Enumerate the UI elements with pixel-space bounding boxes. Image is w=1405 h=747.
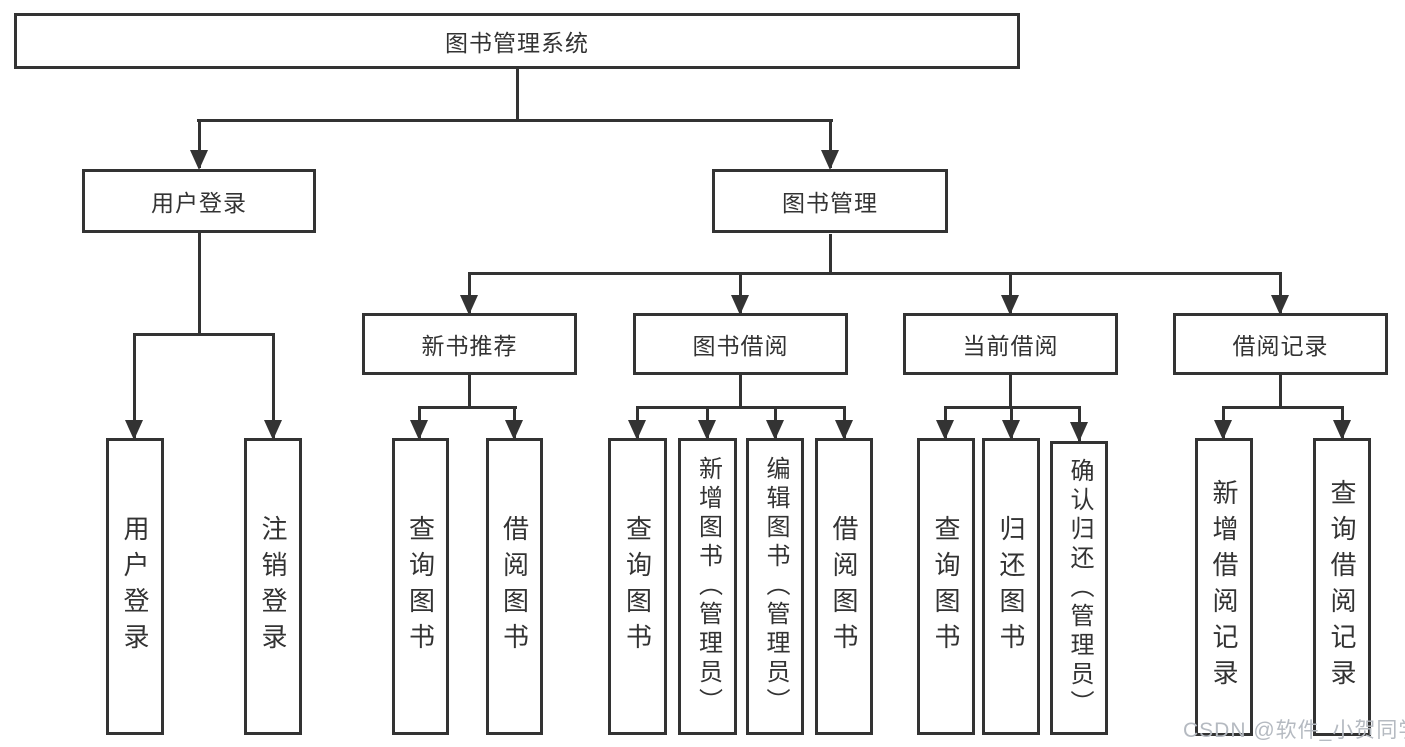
leaf-borrow-add-admin-label: 新增图书（管理员）: [694, 456, 722, 717]
arrowhead-newbook: [460, 295, 478, 315]
arrowhead-nb2: [505, 420, 523, 440]
node-new-book-recommend: 新书推荐: [362, 313, 577, 375]
leaf-borrow-edit-admin: 编辑图书（管理员）: [746, 438, 804, 735]
leaf-current-query: 查询图书: [917, 438, 975, 735]
arrowhead-bw3: [766, 420, 784, 440]
connector-stub-book-mgmt: [829, 119, 832, 168]
arrowhead-rc2: [1333, 420, 1351, 440]
leaf-newbook-borrow-label: 借阅图书: [499, 514, 530, 659]
node-borrow-records: 借阅记录: [1173, 313, 1388, 375]
connector-stub-borrow: [739, 272, 742, 313]
connector-newbook-horizontal: [418, 406, 517, 409]
connector-stub-records: [1279, 272, 1282, 313]
leaf-user-login-label: 用户登录: [120, 514, 150, 659]
connector-records-horizontal: [1222, 406, 1344, 409]
connector-stub-leaf-logout: [272, 333, 275, 438]
connector-stub-current: [1009, 272, 1012, 313]
arrowhead-borrow: [731, 295, 749, 315]
arrowhead-bw4: [835, 420, 853, 440]
leaf-borrow-edit-admin-label: 编辑图书（管理员）: [762, 456, 789, 717]
leaf-records-add: 新增借阅记录: [1195, 438, 1253, 736]
leaf-current-confirm-admin: 确认归还（管理员）: [1050, 441, 1108, 735]
leaf-records-query-label: 查询借阅记录: [1327, 479, 1357, 695]
node-book-borrow-label: 图书借阅: [692, 333, 789, 359]
connector-root-vertical: [516, 68, 519, 122]
node-user-login-label: 用户登录: [151, 190, 247, 216]
arrowhead-cu3: [1070, 422, 1088, 442]
connector-stub-leaf-login: [133, 333, 136, 438]
leaf-newbook-query: 查询图书: [392, 438, 449, 735]
arrowhead-leaf-logout: [264, 420, 282, 440]
arrowhead-leaf-login: [125, 420, 143, 440]
node-current-borrow: 当前借阅: [903, 313, 1118, 375]
arrowhead-user-login: [190, 150, 208, 170]
arrowhead-nb1: [410, 420, 428, 440]
leaf-newbook-query-label: 查询图书: [405, 514, 436, 659]
connector-level3-horizontal: [469, 272, 1282, 275]
leaf-records-add-label: 新增借阅记录: [1209, 479, 1239, 695]
arrowhead-bw1: [628, 420, 646, 440]
leaf-current-query-label: 查询图书: [931, 514, 961, 659]
leaf-borrow-borrow: 借阅图书: [815, 438, 873, 735]
node-book-borrow: 图书借阅: [633, 313, 848, 375]
leaf-current-confirm-admin-label: 确认归还（管理员）: [1066, 457, 1093, 719]
connector-login-vertical: [198, 232, 201, 336]
leaf-newbook-borrow: 借阅图书: [486, 438, 543, 735]
arrowhead-current: [1001, 295, 1019, 315]
leaf-logout: 注销登录: [244, 438, 302, 735]
leaf-current-return: 归还图书: [982, 438, 1040, 735]
connector-borrow-vertical: [739, 375, 742, 409]
leaf-borrow-borrow-label: 借阅图书: [829, 514, 859, 659]
arrowhead-book-mgmt: [821, 150, 839, 170]
csdn-watermark: CSDN @软件_小贺同学: [1183, 719, 1405, 742]
leaf-borrow-add-admin: 新增图书（管理员）: [678, 438, 737, 735]
node-book-management-label: 图书管理: [782, 190, 878, 216]
leaf-logout-label: 注销登录: [258, 514, 288, 659]
node-new-book-recommend-label: 新书推荐: [421, 333, 518, 359]
node-root: 图书管理系统: [14, 13, 1020, 69]
connector-records-vertical: [1279, 375, 1282, 409]
arrowhead-records: [1271, 295, 1289, 315]
node-current-borrow-label: 当前借阅: [962, 333, 1059, 359]
connector-newbook-vertical: [468, 375, 471, 409]
leaf-borrow-query: 查询图书: [608, 438, 667, 735]
arrowhead-cu1: [936, 420, 954, 440]
connector-login-horizontal: [133, 333, 275, 336]
arrowhead-bw2: [698, 420, 716, 440]
arrowhead-cu2: [1002, 420, 1020, 440]
leaf-user-login: 用户登录: [106, 438, 164, 735]
node-root-label: 图书管理系统: [445, 30, 589, 56]
node-user-login: 用户登录: [82, 169, 316, 233]
connector-stub-user-login: [198, 119, 201, 168]
connector-root-horizontal: [197, 119, 833, 122]
node-borrow-records-label: 借阅记录: [1232, 333, 1329, 359]
connector-borrow-horizontal: [636, 406, 846, 409]
leaf-current-return-label: 归还图书: [996, 514, 1026, 659]
connector-mgmt-vertical: [829, 234, 832, 275]
connector-stub-newbook: [468, 272, 471, 313]
arrowhead-rc1: [1214, 420, 1232, 440]
connector-current-vertical: [1009, 375, 1012, 409]
leaf-borrow-query-label: 查询图书: [622, 514, 653, 659]
leaf-records-query: 查询借阅记录: [1313, 438, 1371, 736]
node-book-management: 图书管理: [712, 169, 948, 233]
